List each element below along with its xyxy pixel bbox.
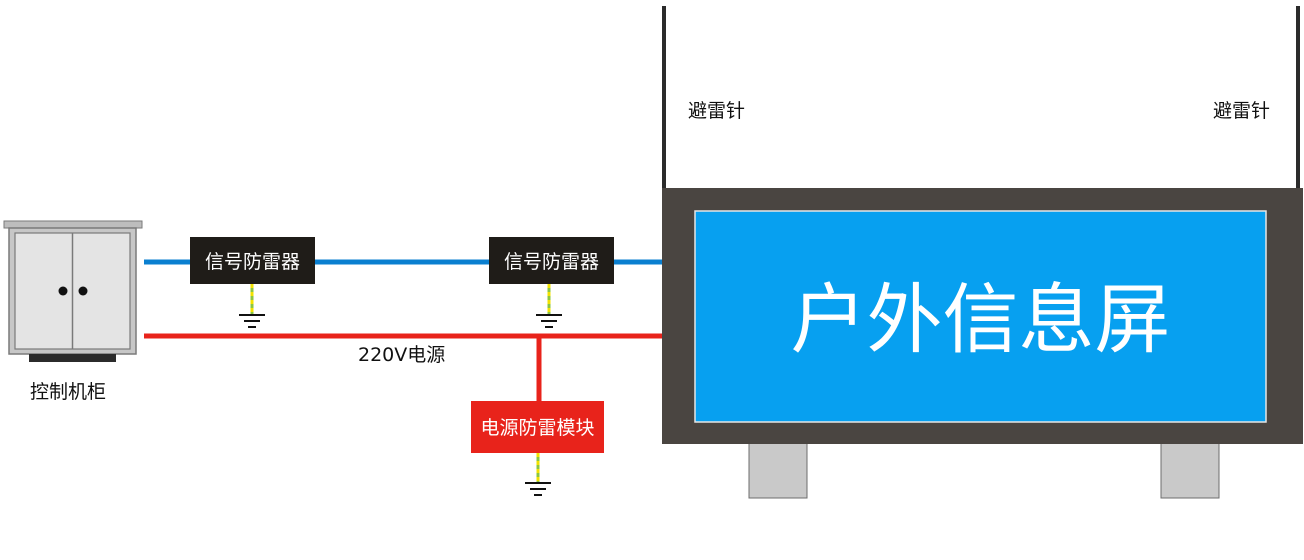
lightning-rod-left-label: 避雷针 <box>688 100 745 122</box>
signal-protector-2 <box>489 237 614 328</box>
signal-protector-1-label: 信号防雷器 <box>205 251 300 273</box>
signal-protector-1 <box>190 237 315 328</box>
ground-symbol-3 <box>525 482 551 496</box>
cabinet-handle-right <box>78 286 88 296</box>
screen-label: 户外信息屏 <box>791 275 1171 364</box>
cabinet-label: 控制机柜 <box>30 381 106 403</box>
ground-symbol-1 <box>239 314 265 328</box>
screen-panel <box>694 210 1267 423</box>
power-protector-module-label: 电源防雷模块 <box>480 417 594 439</box>
outdoor-screen <box>662 188 1303 499</box>
cabinet-handle-left <box>58 286 68 296</box>
lightning-rod-right-label: 避雷针 <box>1213 100 1270 122</box>
control-cabinet <box>3 220 143 362</box>
screen-stand-right <box>1160 442 1220 499</box>
signal-protector-2-label: 信号防雷器 <box>504 251 599 273</box>
ground-symbol-2 <box>536 314 562 328</box>
power-line-label: 220V电源 <box>358 344 445 366</box>
screen-stand-left <box>748 442 808 499</box>
power-protector-module <box>471 401 604 496</box>
